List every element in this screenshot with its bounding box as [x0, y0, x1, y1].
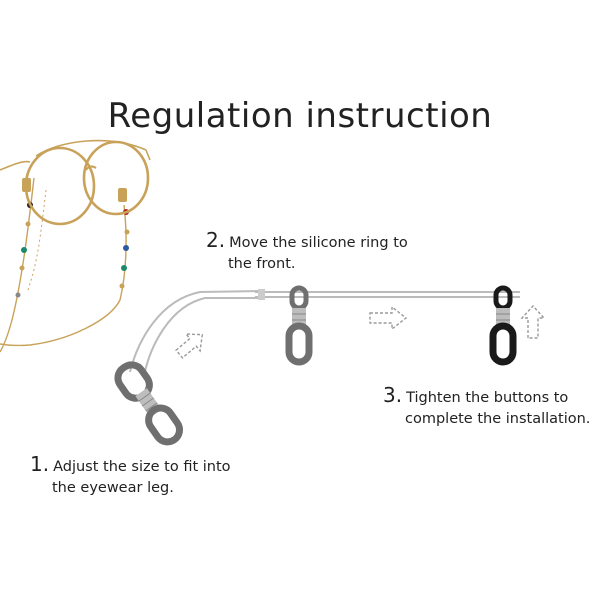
step-2-number: 2.	[206, 228, 226, 252]
eyewear-leg-illustration	[129, 289, 520, 377]
step-3-line1: Tighten the buttons to	[406, 390, 569, 406]
direction-arrow-icon	[175, 333, 204, 359]
step-1: 1.Adjust the size to fit into the eyewea…	[30, 454, 231, 499]
silicone-ring-icon	[489, 285, 517, 366]
step-1-line2: the eyewear leg.	[52, 480, 174, 496]
silicone-ring-icon	[285, 285, 313, 366]
step-2-line1: Move the silicone ring to	[229, 235, 408, 251]
step-1-number: 1.	[30, 452, 50, 476]
step-2: 2.Move the silicone ring to the front.	[206, 230, 408, 275]
step-3: 3.Tighten the buttons to complete the in…	[383, 385, 590, 430]
eyeglasses-with-chain-illustration	[0, 139, 151, 353]
direction-arrow-icon	[369, 305, 408, 331]
step-3-number: 3.	[383, 383, 403, 407]
direction-arrow-icon	[520, 304, 546, 339]
step-2-line2: the front.	[228, 256, 296, 272]
step-3-line2: complete the installation.	[405, 411, 591, 427]
silicone-ring-icon	[114, 361, 184, 446]
page-title: Regulation instruction	[107, 96, 493, 136]
step-1-line1: Adjust the size to fit into	[53, 459, 231, 475]
